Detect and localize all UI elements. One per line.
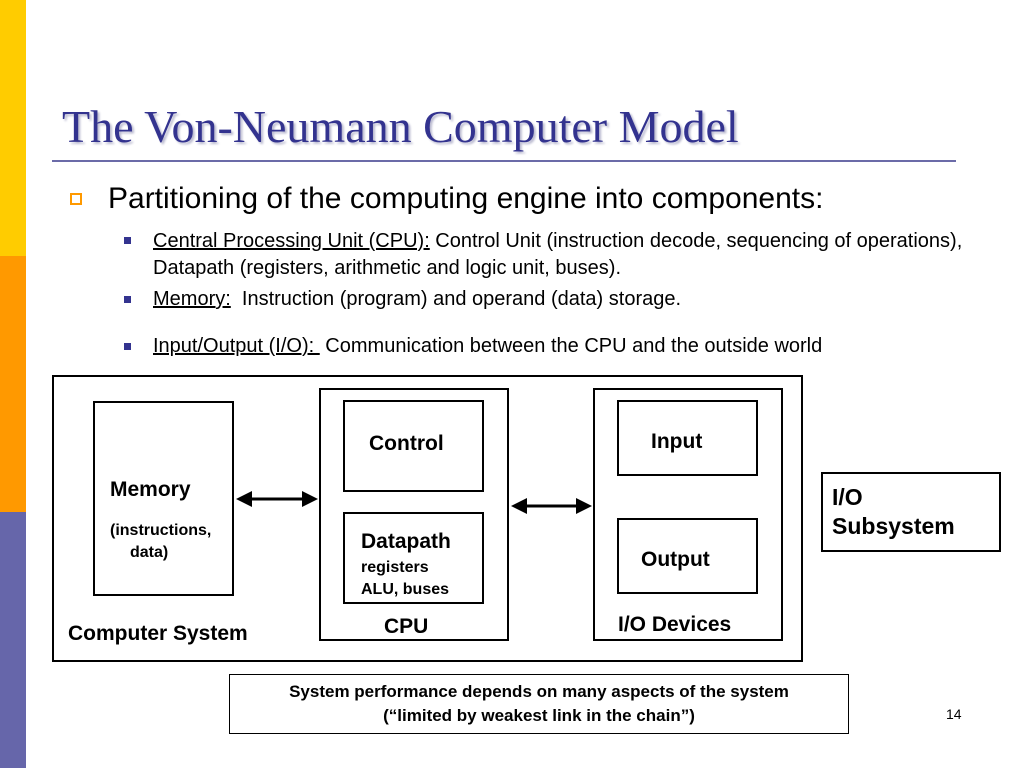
bullet-icon (124, 237, 131, 244)
cpu-io-arrow-icon (511, 498, 592, 514)
square-bullet-icon (70, 193, 82, 205)
io-subsystem-box (821, 472, 1001, 552)
bullet-desc: Control Unit (instruction decode, sequen… (153, 230, 963, 279)
bullet-term: Input/Output (I/O): (153, 335, 320, 357)
bullet-term: Memory: (153, 288, 231, 310)
io-subsystem-line2: Subsystem (832, 513, 955, 539)
bullet-desc: Instruction (program) and operand (data)… (230, 288, 682, 310)
performance-note-box: System performance depends on many aspec… (229, 674, 849, 734)
input-box (617, 400, 758, 476)
side-bar-yellow (0, 0, 26, 256)
main-bullet-text: Partitioning of the computing engine int… (108, 182, 824, 215)
io-subsystem-label: I/O Subsystem (832, 483, 955, 541)
memory-cpu-arrow-icon (236, 491, 318, 507)
title-divider (52, 160, 956, 162)
slide-title: The Von-Neumann Computer Model (62, 101, 739, 152)
io-subsystem-line1: I/O (832, 484, 863, 510)
control-label: Control (369, 432, 444, 455)
note-line2: (“limited by weakest link in the chain”) (383, 706, 695, 725)
datapath-label: Datapath (361, 530, 451, 553)
datapath-line2: ALU, buses (361, 581, 450, 598)
bullet-io: Input/Output (I/O): Communication betwee… (153, 333, 963, 360)
input-label: Input (651, 430, 703, 453)
memory-label: Memory (110, 478, 191, 501)
memory-sub-line2: data) (130, 544, 169, 561)
side-bar-orange (0, 256, 26, 512)
side-bar-purple (0, 512, 26, 768)
io-devices-label: I/O Devices (618, 613, 732, 636)
note-line1: System performance depends on many aspec… (289, 682, 789, 701)
bullet-term: Central Processing Unit (CPU): (153, 230, 430, 252)
bullet-desc: Communication between the CPU and the ou… (319, 335, 823, 357)
bullet-memory: Memory: Instruction (program) and operan… (153, 286, 963, 313)
memory-box (93, 401, 234, 596)
datapath-box (343, 512, 484, 604)
control-box (343, 400, 484, 492)
bullet-icon (124, 296, 131, 303)
memory-sub-line1: (instructions, (110, 522, 212, 539)
output-box (617, 518, 758, 594)
page-number: 14 (946, 706, 962, 722)
bullet-cpu: Central Processing Unit (CPU): Control U… (153, 228, 963, 282)
bullet-icon (124, 343, 131, 350)
output-label: Output (641, 548, 710, 571)
datapath-line1: registers (361, 559, 429, 576)
computer-system-label: Computer System (68, 622, 248, 645)
cpu-label: CPU (384, 615, 429, 638)
